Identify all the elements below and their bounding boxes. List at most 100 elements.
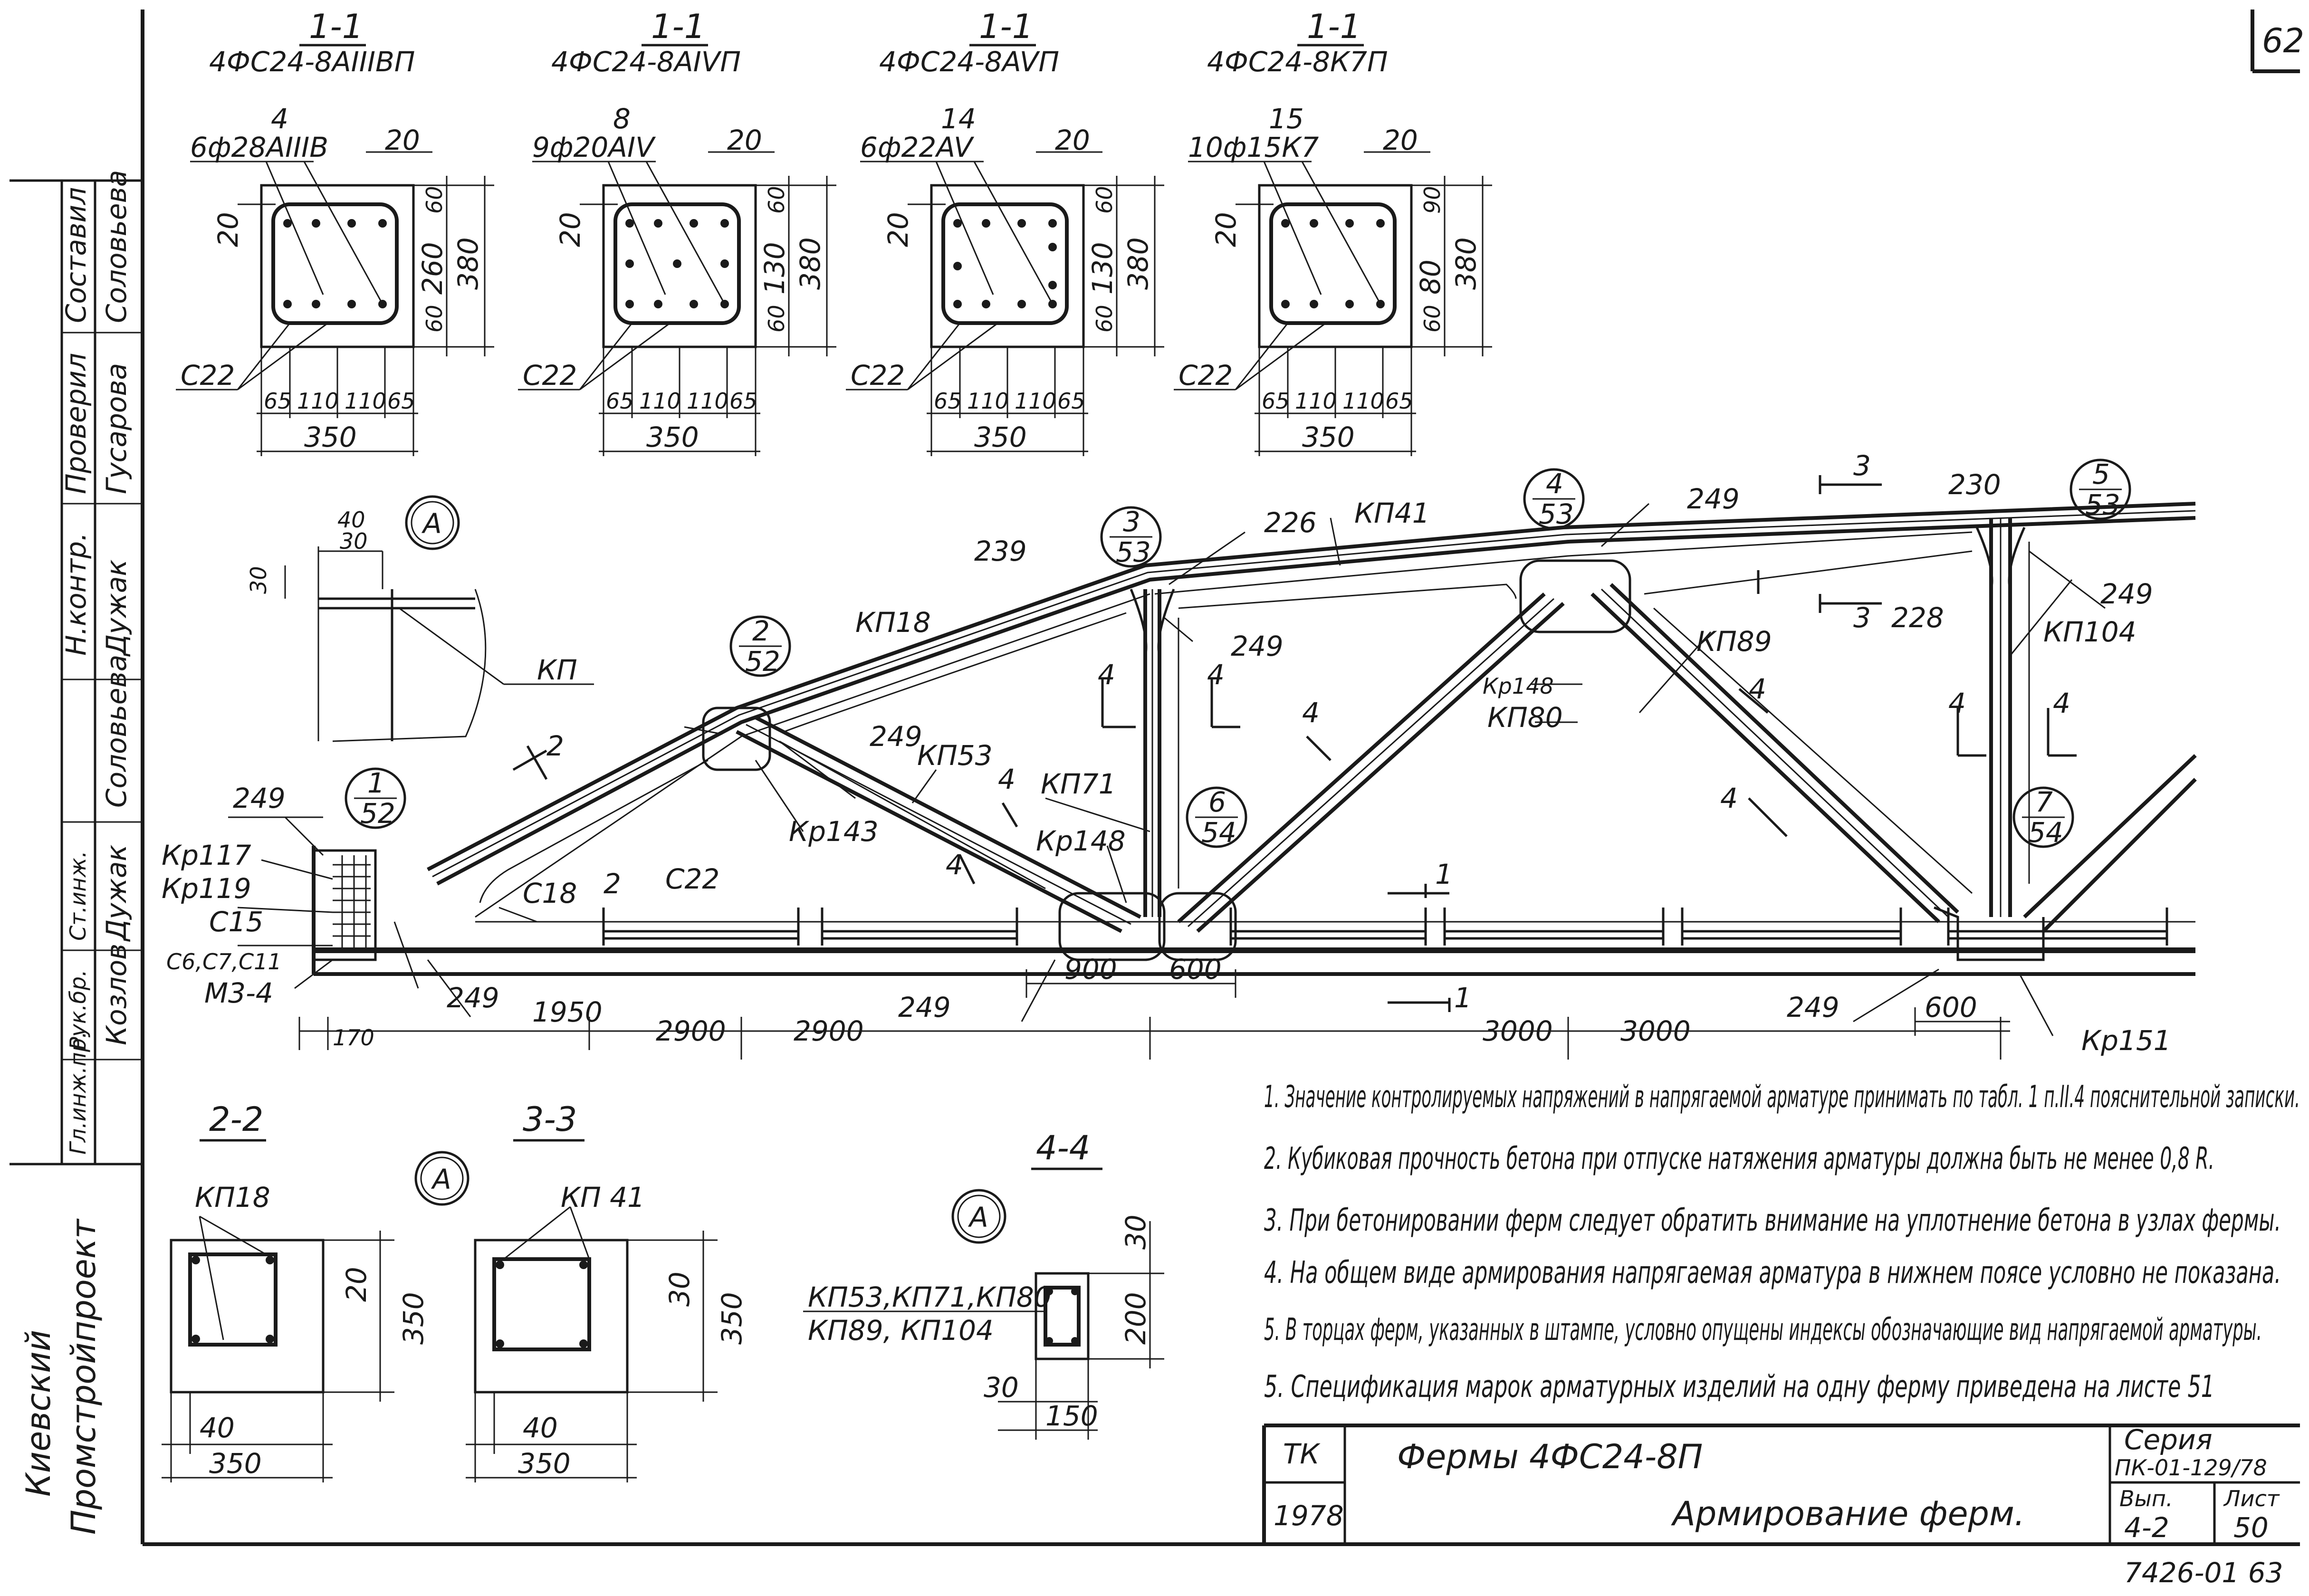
note-4: 4. На общем виде армирования напрягаемая… (1264, 1255, 2281, 1290)
section-3-3-width: 350 (518, 1447, 571, 1480)
sheet-corner-number: 62 (2262, 21, 2304, 60)
section-title: 1-1 (309, 7, 363, 46)
section-left-dim: 20 (882, 212, 914, 247)
node-marker-sheet: 53 (2085, 488, 2120, 521)
label-kp151: Кр151 (2081, 1024, 2171, 1057)
label-c18: C18 (523, 877, 577, 909)
label-c15: C15 (209, 906, 263, 938)
stamp-extra-role-3: Составил (60, 187, 92, 323)
cut-4-g: 4 (1720, 782, 1738, 814)
detail-a: A 40 30 30 КП (246, 495, 594, 742)
section-bottom-dim-2: 110 (1295, 388, 1337, 414)
section-bottom-dim-4: 65 (729, 388, 757, 414)
note-5: 5. В торцах ферм, указанных в штампе, ус… (1264, 1312, 2262, 1348)
section-dim-r1: 60 (422, 186, 447, 214)
section-bottom-dim-4: 65 (1385, 388, 1413, 414)
detail-a-dim-top: 40 (337, 507, 365, 533)
section-mark: 4ФС24-8AIVП (551, 46, 741, 78)
section-bottom-dim-2: 110 (967, 388, 1009, 414)
label-c6: C6,C7,C11 (166, 949, 282, 975)
section-3-3-dim-bottom: 40 (523, 1412, 558, 1444)
node-marker-1: 152 (345, 767, 406, 830)
stamp-extra-name-3: Соловьева (100, 170, 133, 323)
stamp-org-line-1: Киевский (19, 1330, 58, 1497)
dim-2900-b: 2900 (794, 1015, 864, 1047)
section-bar-count: 8 (613, 103, 631, 135)
detail-a-dim-side: 30 (246, 566, 271, 594)
label-228: 228 (1891, 602, 1944, 634)
node-marker-sheet: 54 (1201, 816, 1236, 849)
cut-4-e: 4 (946, 849, 963, 881)
dim-1950: 1950 (532, 996, 603, 1028)
section-dim-r3: 60 (764, 305, 789, 333)
cut-3-a: 3 (1853, 449, 1871, 482)
note-1: 1. Значение контролируемых напряжений в … (1264, 1080, 2300, 1115)
cut-2-a: 2 (546, 730, 564, 762)
label-kp143: Кр143 (789, 815, 879, 848)
section-left-dim: 20 (1210, 212, 1242, 247)
section-mark: 4ФС24-8AIIIВП (209, 46, 415, 78)
cut-4-f: 4 (1749, 673, 1766, 705)
label-249-top: 249 (1687, 483, 1740, 515)
section-4-4-leader-2: КП89, КП104 (808, 1314, 994, 1347)
label-249-end: 249 (233, 782, 286, 814)
section-2-2-dim-big: 350 (397, 1292, 430, 1345)
cut-4-h: 4 (1948, 687, 1966, 719)
note-6: 5. Спецификация марок арматурных изделий… (1264, 1369, 2214, 1405)
section-bar-count: 4 (271, 103, 288, 135)
label-230: 230 (1948, 468, 2001, 501)
detail-a-leader: КП (537, 654, 577, 686)
label-249-bottom-right: 249 (1787, 991, 1840, 1023)
section-dim-r3: 60 (1092, 305, 1117, 333)
circle-a-section-4: A (968, 1201, 988, 1233)
label-m3: М3-4 (204, 977, 273, 1009)
section-overall: 380 (1122, 237, 1154, 290)
tb-series: ПК-01-129/78 (2115, 1455, 2267, 1481)
section-bar-spec: 6ф22AV (860, 131, 975, 163)
node-marker-num: 7 (2035, 786, 2053, 818)
cut-4-i: 4 (2053, 687, 2070, 719)
label-kp148-node: Кр148 (1036, 825, 1126, 857)
label-c22-chord: C22 (665, 863, 719, 895)
section-title: 1-1 (651, 7, 705, 46)
label-249-vert: 249 (1231, 630, 1284, 662)
label-249-right: 249 (2100, 578, 2153, 610)
stamp-extra-role-2: Проверил (60, 353, 92, 494)
section-bottom-dim-1: 65 (1262, 388, 1290, 414)
label-kp71: КП71 (1041, 768, 1116, 800)
section-top-dim: 20 (1383, 124, 1418, 156)
section-2-2-leader: КП18 (195, 1181, 270, 1214)
section-2-2-width: 350 (209, 1447, 262, 1480)
section-dim-r3: 60 (422, 305, 447, 333)
section-left-dim: 20 (554, 212, 586, 247)
left-stamp: Н.контр. Дужак Проверил Гусарова Состави… (10, 170, 143, 1535)
node-marker-sheet: 52 (745, 645, 780, 678)
stamp-role-2: Рук.бр. (65, 969, 91, 1050)
section-width: 350 (1302, 421, 1355, 453)
tb-sheet-label: Лист (2223, 1486, 2280, 1511)
cut-3-b: 3 (1853, 602, 1871, 634)
section-dim-r2: 130 (1086, 242, 1119, 295)
tb-title-2: Армирование ферм. (1671, 1494, 2025, 1533)
section-width: 350 (304, 421, 357, 453)
section-dim-r1: 90 (1419, 186, 1445, 214)
label-kp117: Кр117 (162, 839, 251, 871)
stamp-name-3: Соловьева (100, 655, 133, 808)
section-3-3-title: 3-3 (523, 1100, 577, 1139)
section-3-3-dim-small: 30 (663, 1271, 696, 1307)
dim-170: 170 (333, 1025, 374, 1051)
node-marker-6: 654 (1186, 786, 1247, 849)
section-stirrup: C22 (181, 359, 235, 392)
dim-600-a: 600 (1169, 953, 1222, 985)
tb-tk: ТК (1283, 1438, 1321, 1470)
section-3-3-dim-big: 350 (716, 1292, 748, 1345)
node-marker-sheet: 53 (1116, 536, 1151, 568)
node-marker-sheet: 52 (360, 797, 395, 830)
label-249-bottom-mid: 249 (898, 991, 951, 1023)
section-dim-r1: 60 (764, 186, 789, 214)
section-bottom-dim-1: 65 (934, 388, 962, 414)
